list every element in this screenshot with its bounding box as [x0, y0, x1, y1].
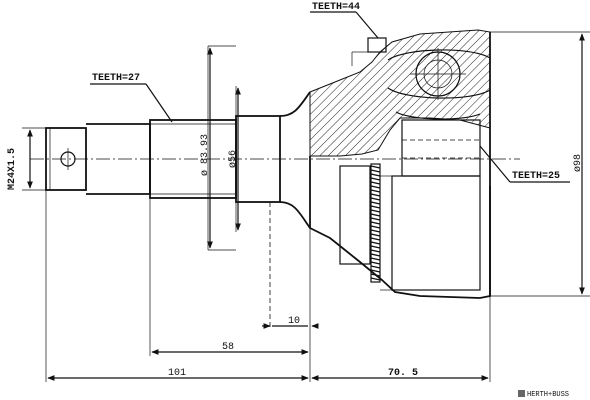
herth-buss-logo-icon [518, 390, 525, 397]
abs-ring-tooth [370, 265, 381, 269]
abs-ring-tooth [370, 249, 381, 253]
neck-lower [279, 201, 311, 229]
abs-ring-tooth [370, 277, 381, 281]
abs-ring-tooth [370, 193, 381, 197]
abs-ring-tooth [370, 197, 381, 201]
abs-ring-tooth [370, 201, 381, 205]
leader-lines [90, 11, 570, 183]
abs-ring-tooth [370, 209, 381, 213]
abs-ring-tooth [370, 257, 381, 261]
abs-ring-tooth [370, 189, 381, 193]
neck-upper [279, 91, 311, 117]
abs-ring-tooth [370, 205, 381, 209]
inner-hub [401, 119, 481, 177]
abs-ring-tooth [370, 173, 381, 177]
dimension-lines [22, 31, 590, 382]
inner-race-and-balls [387, 48, 491, 177]
inner-race-arc [395, 111, 481, 120]
cage-mid-arc [387, 87, 491, 99]
cage-top-arc [387, 49, 491, 61]
abs-ring-tooth [370, 245, 381, 249]
abs-ring-tooth [370, 169, 381, 173]
outer-bell-housing [309, 29, 491, 299]
abs-ring-tooth [370, 217, 381, 221]
abs-ring-tooth [370, 273, 381, 277]
brand-mark: HERTH+BUSS [518, 390, 569, 399]
dim-101-label: 101 [168, 368, 186, 379]
abs-ring-tooth [370, 241, 381, 245]
abs-tone-ring [370, 163, 381, 283]
brand-text: HERTH+BUSS [527, 391, 569, 399]
abs-ring-tooth [370, 237, 381, 241]
housing-bore [391, 175, 481, 291]
housing-tab [351, 37, 387, 66]
dim-70-5-label: 70. 5 [388, 368, 418, 379]
housing-inner-wall [339, 165, 371, 265]
abs-ring-tooth [370, 225, 381, 229]
dim-58-label: 58 [222, 342, 234, 353]
teeth-right-label: TEETH=25 [512, 171, 560, 182]
abs-ring-tooth [370, 221, 381, 225]
abs-ring-tooth [370, 229, 381, 233]
abs-ring-tooth [370, 177, 381, 181]
teeth-top-label: TEETH=44 [312, 2, 360, 13]
thread-label: M24X1.5 [7, 148, 18, 190]
abs-ring-tooth [370, 233, 381, 237]
dim-10-label: 10 [288, 316, 300, 327]
abs-ring-tooth [370, 185, 381, 189]
abs-ring-tooth [370, 181, 381, 185]
abs-ring-tooth [370, 269, 381, 273]
teeth-left-label: TEETH=27 [92, 73, 140, 84]
stub-shaft [45, 91, 311, 229]
dia-98-label: ø98 [573, 154, 584, 172]
abs-ring-tooth [370, 213, 381, 217]
housing-lower [309, 156, 491, 299]
dia-56-label: ø56 [228, 150, 239, 168]
abs-ring-tooth [370, 261, 381, 265]
abs-ring-tooth [370, 165, 381, 169]
dia-83-label: ø 83.93 [200, 134, 211, 176]
abs-ring-tooth [370, 253, 381, 257]
